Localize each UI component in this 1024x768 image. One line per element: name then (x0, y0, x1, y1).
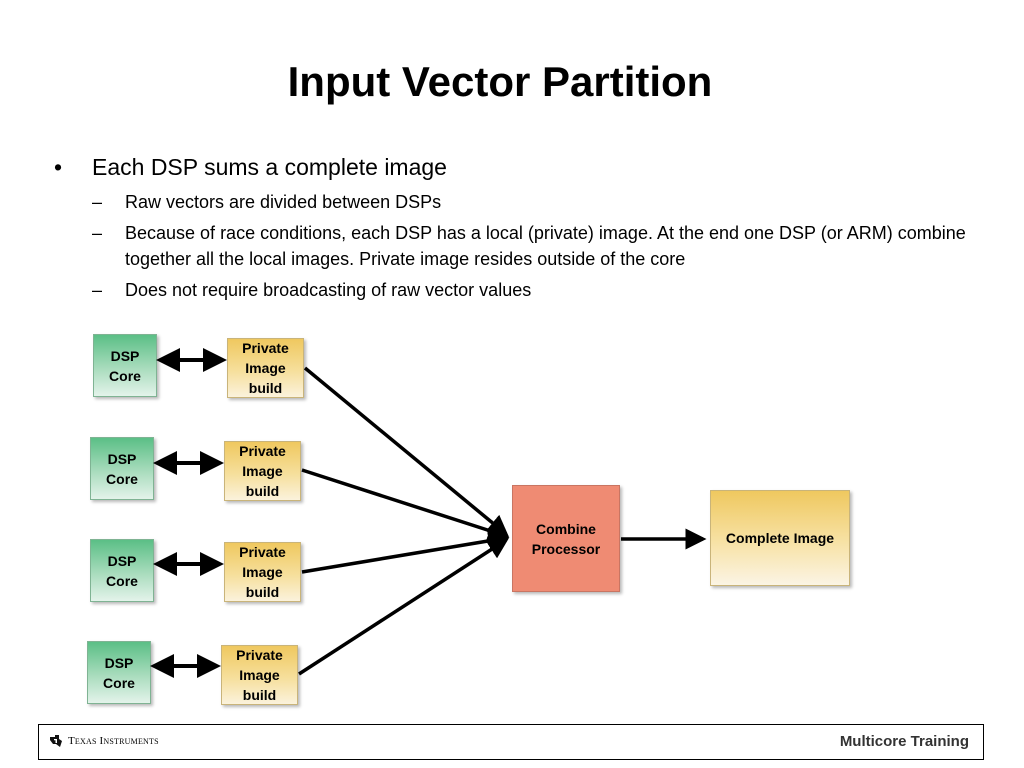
ti-logo: Texas Instruments (49, 734, 159, 748)
slide-title: Input Vector Partition (287, 58, 713, 105)
sub-bullet-text: Because of race conditions, each DSP has… (125, 223, 966, 269)
private-to-combine-arrow (301, 468, 510, 541)
ti-logo-text: Texas Instruments (68, 735, 159, 747)
dash-mark: – (92, 223, 103, 243)
sub-bullet-text: Does not require broadcasting of raw vec… (125, 280, 532, 300)
sub-bullet: – Raw vectors are divided between DSPs (52, 189, 972, 215)
sub-bullet-text: Raw vectors are divided between DSPs (125, 192, 442, 212)
private-to-combine-arrow (298, 538, 509, 676)
complete-image-box: Complete Image (710, 490, 850, 586)
bidirectional-arrows (150, 348, 227, 678)
bullet-list: • Each DSP sums a complete image – Raw v… (52, 150, 972, 303)
footer-bar: Texas Instruments Multicore Training (38, 724, 984, 760)
footer-course-label: Multicore Training (839, 733, 969, 750)
dash-mark: – (92, 280, 103, 300)
sub-bullet: – Does not require broadcasting of raw v… (52, 277, 972, 303)
bullet-main-text: Each DSP sums a complete image (92, 154, 447, 180)
ti-state-icon (50, 735, 62, 747)
bullet-mark: • (54, 154, 63, 180)
bullet-main: • Each DSP sums a complete image (52, 150, 972, 184)
sub-bullet: – Because of race conditions, each DSP h… (52, 220, 972, 272)
private-to-combine-arrow (303, 366, 509, 537)
private-to-combine-arrow (301, 530, 510, 574)
converging-arrows (298, 366, 707, 676)
dash-mark: – (92, 192, 103, 212)
